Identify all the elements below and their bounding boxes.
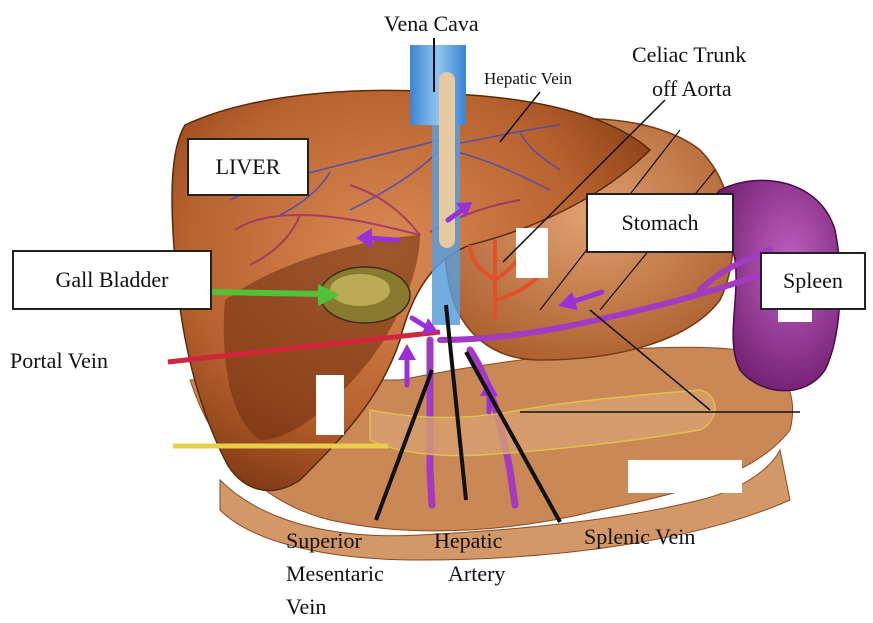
label-splenic-vein: Splenic Vein <box>584 526 695 548</box>
label-superior-mesentaric-vein: Superior Mesentaric Vein <box>286 524 384 623</box>
label-celiac-trunk-line1: Celiac Trunk <box>632 44 746 66</box>
label-liver-box: LIVER <box>187 138 309 196</box>
mask-box-2 <box>628 460 742 493</box>
label-ha-line2: Artery <box>448 557 505 590</box>
label-spleen-box: Spleen <box>760 252 866 310</box>
label-hepatic-vein: Hepatic Vein <box>484 70 572 87</box>
label-vena-cava: Vena Cava <box>384 13 479 35</box>
label-hepatic-artery: Hepatic Artery <box>434 524 505 590</box>
label-gall-bladder: Gall Bladder <box>55 267 168 293</box>
label-smv-line2: Mesentaric <box>286 557 384 590</box>
label-celiac-trunk-line2: off Aorta <box>652 78 732 100</box>
label-liver: LIVER <box>216 154 281 180</box>
label-stomach: Stomach <box>622 210 699 236</box>
label-ha-line1: Hepatic <box>434 524 505 557</box>
label-stomach-box: Stomach <box>586 193 734 253</box>
vena-cava-shape <box>410 45 466 125</box>
label-smv-line1: Superior <box>286 524 384 557</box>
label-portal-vein: Portal Vein <box>10 350 108 372</box>
label-smv-line3: Vein <box>286 590 384 623</box>
label-gall-bladder-box: Gall Bladder <box>12 250 212 310</box>
label-spleen: Spleen <box>783 268 843 294</box>
mask-box-4 <box>516 228 548 278</box>
mask-box-1 <box>316 375 344 435</box>
